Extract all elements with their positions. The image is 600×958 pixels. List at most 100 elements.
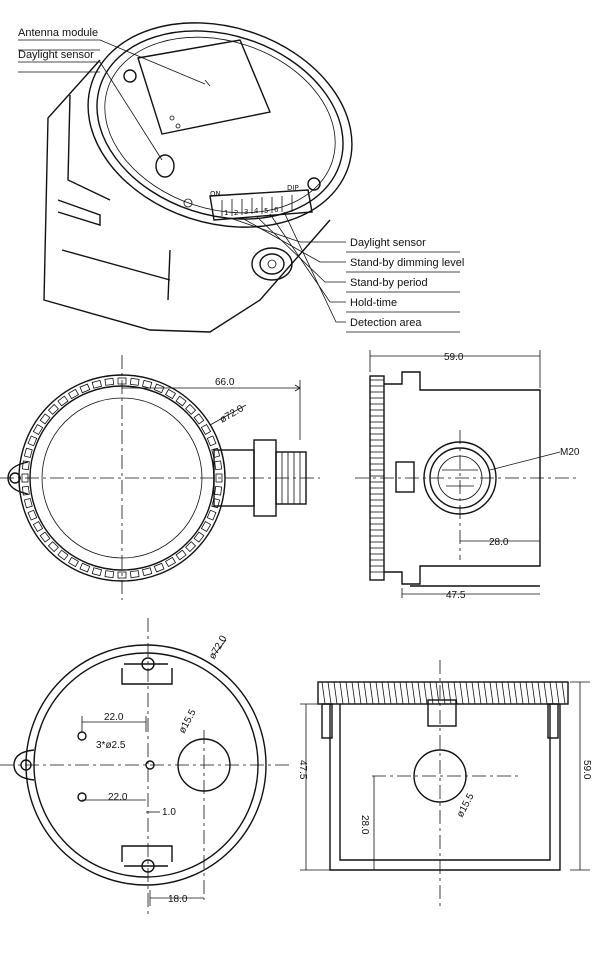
dim-dia-72-top: ø72.0 [218, 403, 246, 426]
fin-segment [164, 388, 177, 400]
front-fins [321, 681, 566, 705]
front-fin-line [363, 681, 368, 705]
switch-dip-label: DIP [287, 184, 299, 192]
fin-segment [214, 485, 223, 496]
front-fin-line [543, 681, 548, 705]
front-fin-line [531, 681, 536, 705]
front-fin-line [495, 681, 500, 705]
switch-number-5: 5 [264, 207, 268, 215]
isometric-view: ON DIP 1 2 3 4 5 6 Antenna module Daylig… [18, 22, 464, 333]
fin-segment [67, 388, 80, 400]
label-hold-time: Hold-time [350, 297, 397, 309]
fin-segment [129, 570, 140, 579]
dim-m20: M20 [560, 447, 580, 458]
front-fin-line [537, 681, 542, 705]
fin-segment [193, 413, 205, 425]
front-fin-line [357, 681, 362, 705]
fin-segment [79, 562, 91, 573]
front-fin-line [459, 681, 464, 705]
fin-segment [39, 531, 51, 543]
front-fin-line [525, 681, 530, 705]
fin-segment [32, 423, 44, 436]
fin-segment [193, 531, 205, 543]
front-fin-line [351, 681, 356, 705]
fin-segment [175, 395, 187, 407]
fin-segment [164, 556, 177, 568]
dim-18: 18.0 [168, 894, 188, 905]
label-standby-dimming: Stand-by dimming level [350, 257, 464, 269]
label-detection-area: Detection area [350, 317, 422, 329]
front-fin-line [345, 681, 350, 705]
front-fin-line [417, 681, 422, 705]
front-fin-line [441, 681, 446, 705]
front-fin-line [477, 681, 482, 705]
fin-segment [91, 567, 103, 577]
dim-dia-15-5-bottom: ø15.5 [177, 707, 199, 735]
fin-segment [57, 395, 69, 407]
fin-segment [47, 403, 59, 415]
fin-segment [23, 497, 33, 509]
switch-number-6: 6 [274, 206, 279, 214]
front-fin-line [555, 681, 560, 705]
front-fin-line [381, 681, 386, 705]
front-fin-line [429, 681, 434, 705]
fin-segment [39, 413, 51, 425]
fin-segment [214, 460, 223, 471]
side-view: 59.0 M20 28.0 47.5 [355, 350, 580, 601]
fin-segment [206, 435, 217, 447]
dim-holes-3x: 3*ø2.5 [96, 740, 126, 751]
fin-segment [175, 549, 187, 561]
fin-segment [211, 497, 221, 509]
front-fin-line [411, 681, 416, 705]
front-fin-line [471, 681, 476, 705]
front-fin-line [321, 681, 326, 705]
side-fins [370, 379, 384, 573]
dim-28-side: 28.0 [489, 537, 509, 548]
front-fin-line [375, 681, 380, 705]
fin-segment [27, 435, 38, 447]
fin-segment [32, 520, 44, 533]
switch-number-4: 4 [254, 207, 259, 215]
fin-segment [57, 549, 69, 561]
dim-22-lower: 22.0 [108, 792, 128, 803]
fin-segment [27, 509, 38, 521]
fin-segment [211, 447, 221, 459]
fin-segment [215, 473, 223, 483]
front-fin-line [519, 681, 524, 705]
plan-view: 66.0 ø72.0 [0, 355, 320, 600]
fin-segment [47, 541, 59, 553]
fin-segment [141, 379, 153, 389]
fin-segment [117, 571, 127, 579]
dim-59-side: 59.0 [444, 352, 464, 363]
front-fin-line [387, 681, 392, 705]
fin-segment [91, 379, 103, 389]
dim-59-front: 59.0 [581, 760, 592, 780]
dim-47-5-left: 47.5 [297, 760, 308, 780]
front-fin-line [333, 681, 338, 705]
switch-number-1: 1 [224, 209, 228, 217]
front-fin-line [489, 681, 494, 705]
front-fin-line [393, 681, 398, 705]
fin-segment [200, 520, 212, 533]
fin-segment [141, 567, 153, 577]
fin-segment [21, 460, 30, 471]
front-fin-line [423, 681, 428, 705]
label-standby-period: Stand-by period [350, 277, 428, 289]
bottom-view: 22.0 22.0 3*ø2.5 1.0 18.0 ø15.5 ø72.0 [0, 618, 290, 918]
fin-segment [153, 562, 165, 573]
fin-segment [23, 447, 33, 459]
dim-dia-72-bottom: ø72.0 [207, 633, 230, 661]
front-fin-line [369, 681, 374, 705]
dim-66: 66.0 [215, 377, 235, 388]
dim-1-0: 1.0 [162, 807, 176, 818]
fin-segment [153, 383, 165, 394]
label-daylight-sensor: Daylight sensor [350, 237, 426, 249]
fin-segment [200, 423, 212, 436]
front-fin-line [339, 681, 344, 705]
dim-47-5-side: 47.5 [446, 590, 466, 601]
fin-segment [79, 383, 91, 394]
front-fin-line [405, 681, 410, 705]
front-fin-line [327, 681, 332, 705]
front-fin-line [447, 681, 452, 705]
